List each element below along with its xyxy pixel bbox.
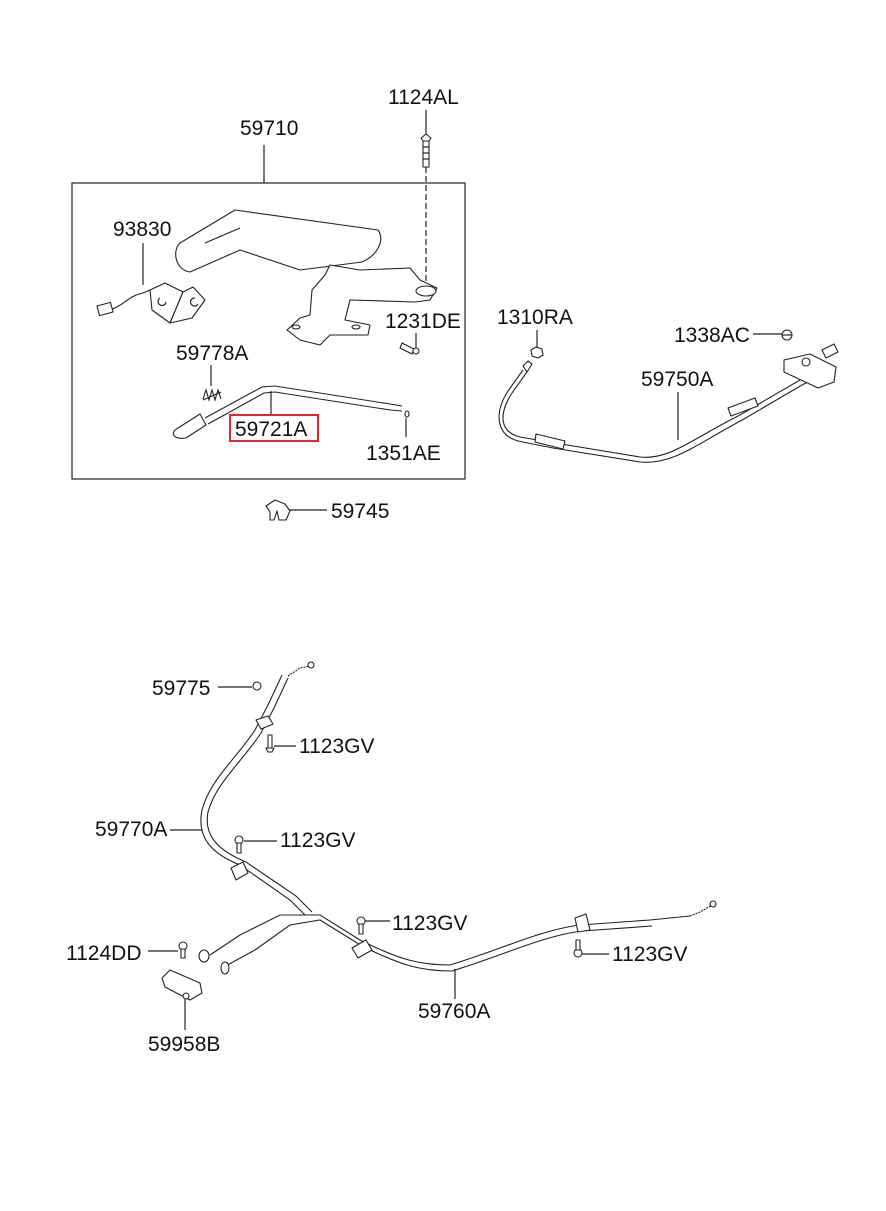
label-59958B[interactable]: 59958B bbox=[148, 1033, 220, 1056]
label-1123GV-a[interactable]: 1123GV bbox=[299, 735, 375, 758]
bolt-1124DD-icon[interactable] bbox=[178, 941, 188, 959]
label-1123GV-d[interactable]: 1123GV bbox=[612, 943, 688, 966]
rear-cable-59770A-icon[interactable] bbox=[200, 661, 315, 916]
nut-1338AC-icon[interactable] bbox=[781, 329, 793, 341]
front-cable-59750A-icon[interactable] bbox=[498, 343, 839, 463]
label-1338AC[interactable]: 1338AC bbox=[674, 324, 750, 347]
rear-cable-59760A-icon[interactable] bbox=[198, 900, 717, 975]
label-1124AL[interactable]: 1124AL bbox=[388, 86, 459, 109]
spring-59778A-icon[interactable] bbox=[202, 388, 222, 402]
label-1231DE[interactable]: 1231DE bbox=[385, 310, 461, 333]
highlight-box-59721A bbox=[229, 414, 319, 442]
bolt-1123GV-a-icon[interactable] bbox=[265, 734, 275, 753]
pin-1351AE-icon[interactable] bbox=[404, 410, 410, 418]
switch-93830-icon[interactable] bbox=[96, 282, 206, 324]
label-1124DD[interactable]: 1124DD bbox=[66, 942, 142, 965]
label-59710[interactable]: 59710 bbox=[240, 117, 298, 140]
nut-1310RA-icon[interactable] bbox=[530, 346, 544, 359]
bracket-59958B-icon[interactable] bbox=[161, 969, 203, 1001]
nut-59775-icon[interactable] bbox=[252, 681, 262, 691]
assembly-frame-59710 bbox=[71, 182, 466, 480]
label-59721A[interactable]: 59721A bbox=[235, 418, 307, 441]
clip-59745-icon[interactable] bbox=[265, 499, 291, 521]
label-59775[interactable]: 59775 bbox=[152, 677, 210, 700]
label-59770A[interactable]: 59770A bbox=[95, 818, 167, 841]
label-93830[interactable]: 93830 bbox=[113, 218, 171, 241]
label-59750A[interactable]: 59750A bbox=[641, 368, 713, 391]
label-59745[interactable]: 59745 bbox=[331, 500, 389, 523]
label-1310RA[interactable]: 1310RA bbox=[497, 306, 573, 329]
label-1123GV-b[interactable]: 1123GV bbox=[280, 829, 356, 852]
bolt-1123GV-d-icon[interactable] bbox=[573, 939, 583, 958]
parking-brake-lever-icon[interactable] bbox=[175, 209, 438, 346]
bolt-1123GV-b-icon[interactable] bbox=[234, 835, 244, 854]
screw-1231DE-icon[interactable] bbox=[399, 342, 420, 355]
label-1351AE[interactable]: 1351AE bbox=[366, 442, 441, 465]
bolt-1124AL-icon[interactable] bbox=[420, 133, 432, 168]
label-59778A[interactable]: 59778A bbox=[176, 342, 248, 365]
label-1123GV-c[interactable]: 1123GV bbox=[392, 912, 468, 935]
label-59760A[interactable]: 59760A bbox=[418, 1000, 490, 1023]
bolt-1123GV-c-icon[interactable] bbox=[356, 916, 366, 935]
rod-59721A-icon[interactable] bbox=[172, 385, 403, 439]
